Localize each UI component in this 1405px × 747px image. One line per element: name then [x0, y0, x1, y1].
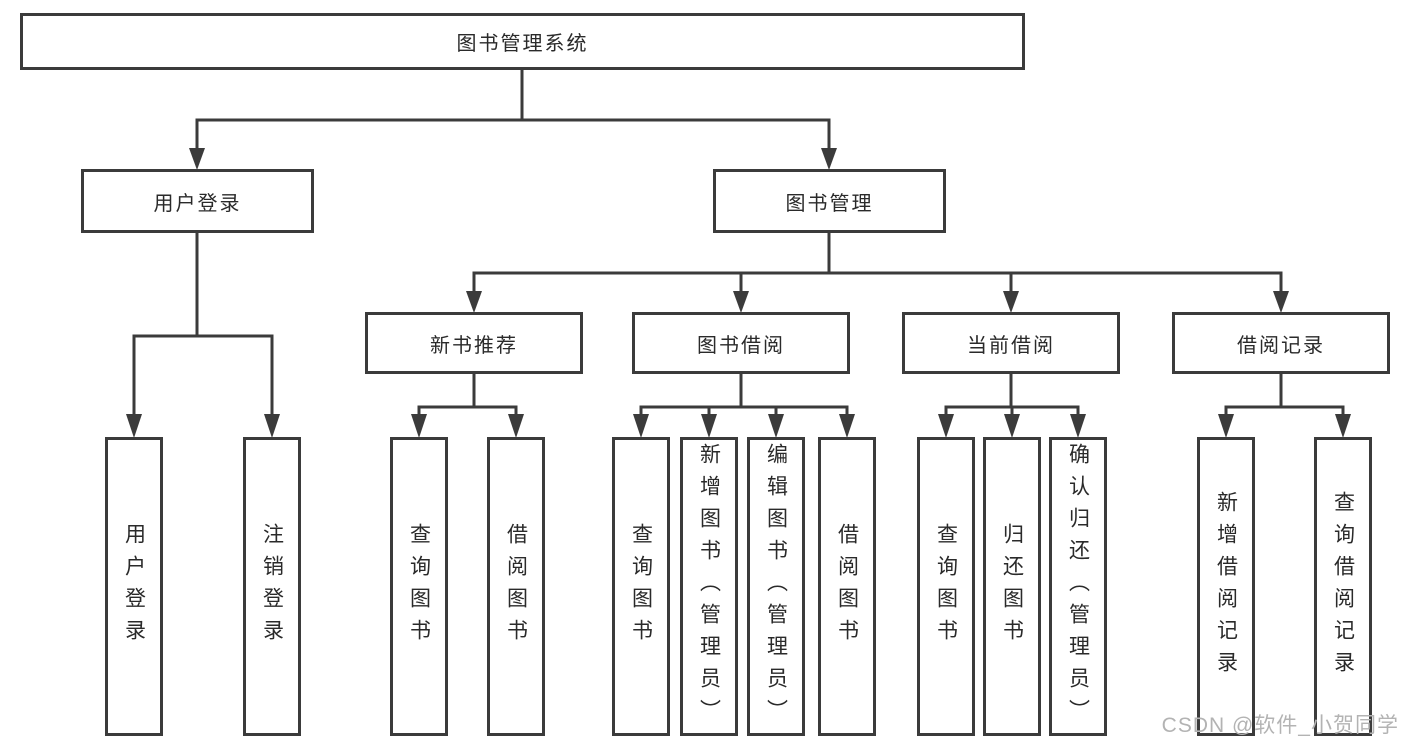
leaf-newbooks-query-books-label: 查询图书: [407, 522, 431, 651]
node-new-book-recommend: 新书推荐: [365, 312, 583, 374]
leaf-records-add-record-label: 新增借阅记录: [1214, 490, 1238, 683]
leaf-borrow-add-books-admin: 新增图书（管理员）: [680, 437, 738, 736]
node-book-management: 图书管理: [713, 169, 946, 233]
leaf-logout-label: 注销登录: [260, 522, 284, 651]
edge-user-login-to-leaves: [126, 233, 280, 438]
node-book-borrowing: 图书借阅: [632, 312, 850, 374]
edge-root-to-level2: [189, 70, 837, 170]
leaf-records-add-record: 新增借阅记录: [1197, 437, 1255, 736]
leaf-newbooks-borrow-books-label: 借阅图书: [504, 522, 528, 651]
node-new-book-recommend-label: 新书推荐: [430, 334, 518, 357]
leaf-current-confirm-return-admin-label: 确认归还（管理员）: [1066, 442, 1090, 731]
leaf-newbooks-query-books: 查询图书: [390, 437, 448, 736]
leaf-borrow-borrow-books: 借阅图书: [818, 437, 876, 736]
node-borrowing-records: 借阅记录: [1172, 312, 1390, 374]
leaf-borrow-borrow-books-label: 借阅图书: [835, 522, 859, 651]
node-user-login: 用户登录: [81, 169, 314, 233]
node-root-label: 图书管理系统: [456, 33, 589, 55]
node-borrowing-records-label: 借阅记录: [1237, 334, 1325, 357]
leaf-current-query-books: 查询图书: [917, 437, 975, 736]
leaf-current-return-books: 归还图书: [983, 437, 1041, 736]
edge-book-mgmt-to-level3: [466, 233, 1289, 313]
leaf-current-confirm-return-admin: 确认归还（管理员）: [1049, 437, 1107, 736]
edge-current-borrow-to-leaves: [938, 374, 1086, 438]
node-book-borrowing-label: 图书借阅: [697, 334, 785, 357]
leaf-borrow-edit-books-admin-label: 编辑图书（管理员）: [764, 442, 788, 731]
node-current-borrowing-label: 当前借阅: [967, 334, 1055, 357]
leaf-newbooks-borrow-books: 借阅图书: [487, 437, 545, 736]
csdn-watermark: CSDN @软件_小贺同学: [1161, 714, 1399, 737]
edge-records-to-leaves: [1218, 374, 1351, 438]
leaf-current-return-books-label: 归还图书: [1000, 522, 1024, 651]
node-root-system: 图书管理系统: [20, 13, 1025, 70]
leaf-user-login-label: 用户登录: [122, 522, 146, 651]
edge-book-borrow-to-leaves: [633, 374, 855, 438]
leaf-borrow-query-books: 查询图书: [612, 437, 670, 736]
leaf-user-login: 用户登录: [105, 437, 163, 736]
edge-new-books-to-leaves: [411, 374, 524, 438]
node-book-management-label: 图书管理: [785, 192, 874, 215]
leaf-logout: 注销登录: [243, 437, 301, 736]
leaf-records-query-record-label: 查询借阅记录: [1331, 490, 1355, 683]
leaf-records-query-record: 查询借阅记录: [1314, 437, 1372, 736]
leaf-current-query-books-label: 查询图书: [934, 522, 958, 651]
leaf-borrow-add-books-admin-label: 新增图书（管理员）: [697, 442, 721, 731]
node-current-borrowing: 当前借阅: [902, 312, 1120, 374]
leaf-borrow-query-books-label: 查询图书: [629, 522, 653, 651]
node-user-login-label: 用户登录: [153, 192, 242, 215]
leaf-borrow-edit-books-admin: 编辑图书（管理员）: [747, 437, 805, 736]
